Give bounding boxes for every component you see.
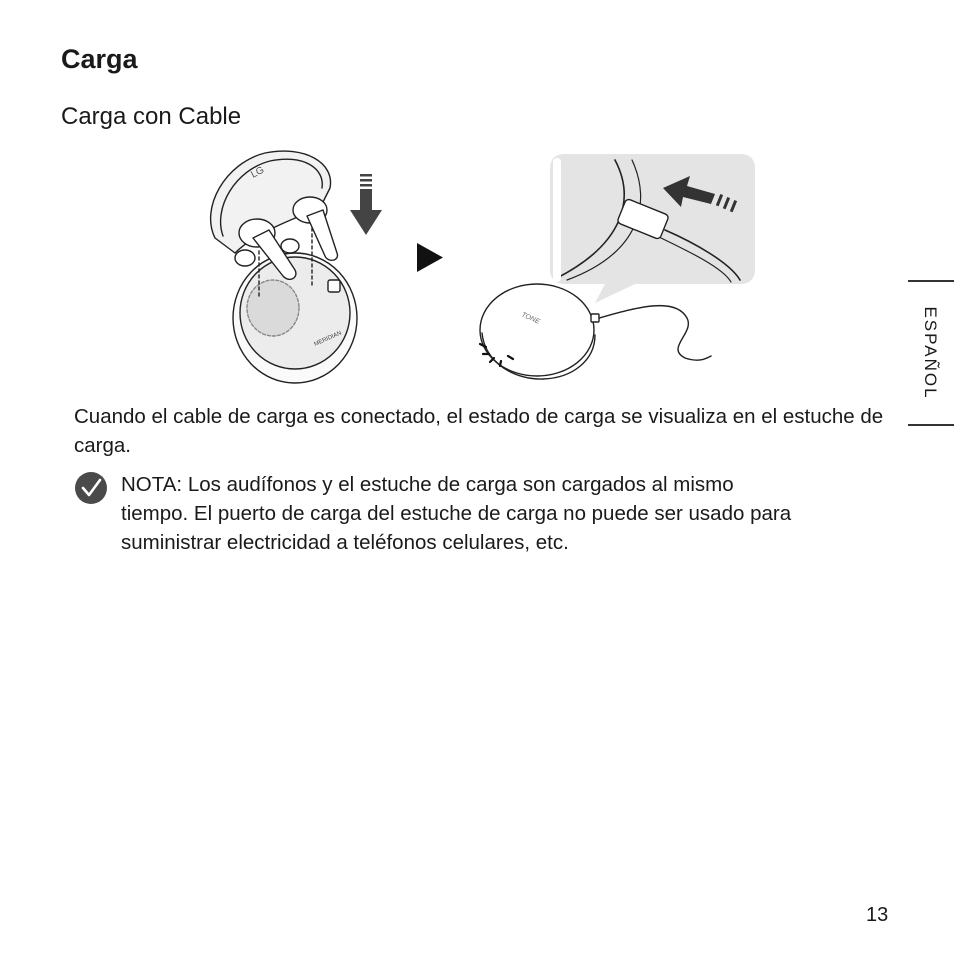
subsection-title: Carga con Cable: [61, 103, 242, 130]
note-block: NOTA: Los audífonos y el estuche de carg…: [74, 470, 894, 557]
cable-callout: [550, 154, 755, 303]
note-text-line1: Los audífonos y el estuche de carga son …: [182, 473, 734, 496]
side-tab-bottom-rule: [908, 424, 954, 426]
side-tab-top-rule: [908, 280, 954, 282]
language-side-tab: ESPAÑOL: [921, 306, 940, 400]
play-arrow-icon: [417, 243, 443, 272]
page-number: 13: [866, 904, 889, 926]
checkmark-circle-icon: [75, 472, 107, 504]
earbuds-case-open-icon: LG MERIDIAN: [210, 150, 358, 384]
note-text: NOTA: Los audífonos y el estuche de carg…: [121, 470, 894, 557]
cable-insert-arrow-icon: [663, 176, 738, 213]
body-paragraph: Cuando el cable de carga es conectado, e…: [74, 405, 884, 457]
charging-case-icon: TONE: [478, 283, 712, 380]
section-title: Carga: [61, 44, 138, 74]
note-label: NOTA:: [121, 473, 183, 496]
charging-illustration: LG MERIDIAN: [210, 150, 755, 384]
note-text-rest: tiempo. El puerto de carga del estuche d…: [121, 502, 792, 554]
down-arrow-icon: [350, 174, 382, 235]
